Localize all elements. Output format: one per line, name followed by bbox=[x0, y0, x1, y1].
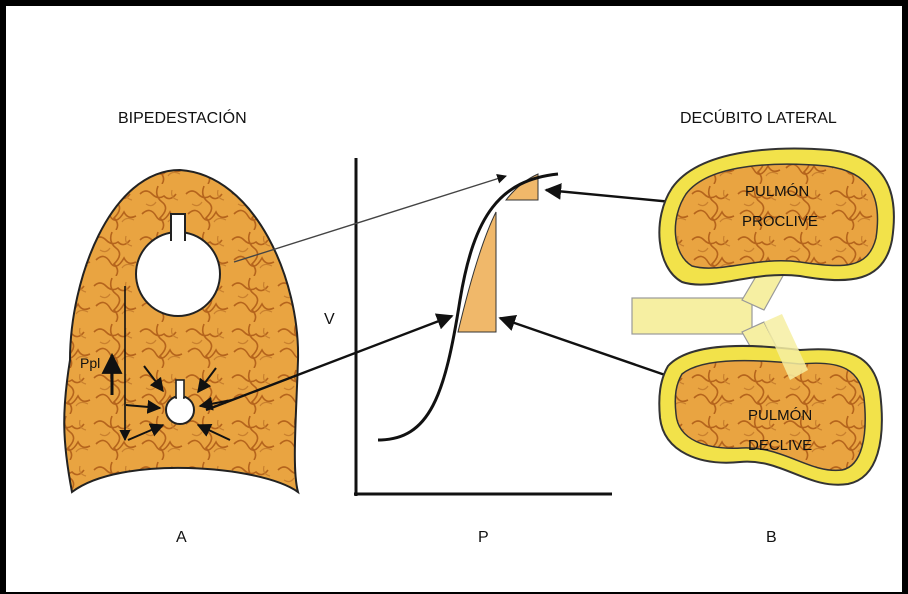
x-axis-label: P bbox=[478, 529, 489, 546]
proclive-to-curve-arrow bbox=[546, 190, 672, 202]
upper-lung-label-1: PULMÓN bbox=[745, 183, 809, 200]
upper-lung-label-2: PROCLIVE bbox=[742, 213, 818, 230]
basal-alveolus bbox=[166, 396, 194, 424]
lower-lung-label-1: PULMÓN bbox=[748, 407, 812, 424]
title-decubito-lateral: DECÚBITO LATERAL bbox=[680, 108, 837, 127]
apical-alveolus bbox=[136, 232, 220, 316]
title-bipedestacion: BIPEDESTACIÓN bbox=[118, 108, 247, 127]
panel-a-label: A bbox=[176, 529, 187, 546]
ppl-label: Ppl bbox=[80, 355, 100, 371]
apex-to-curve-arrow bbox=[234, 176, 506, 262]
lower-lung-label-2: DECLIVE bbox=[748, 437, 812, 454]
panel-b-label: B bbox=[766, 529, 777, 546]
y-axis-label: V bbox=[324, 311, 335, 328]
base-volume-block bbox=[458, 212, 496, 332]
